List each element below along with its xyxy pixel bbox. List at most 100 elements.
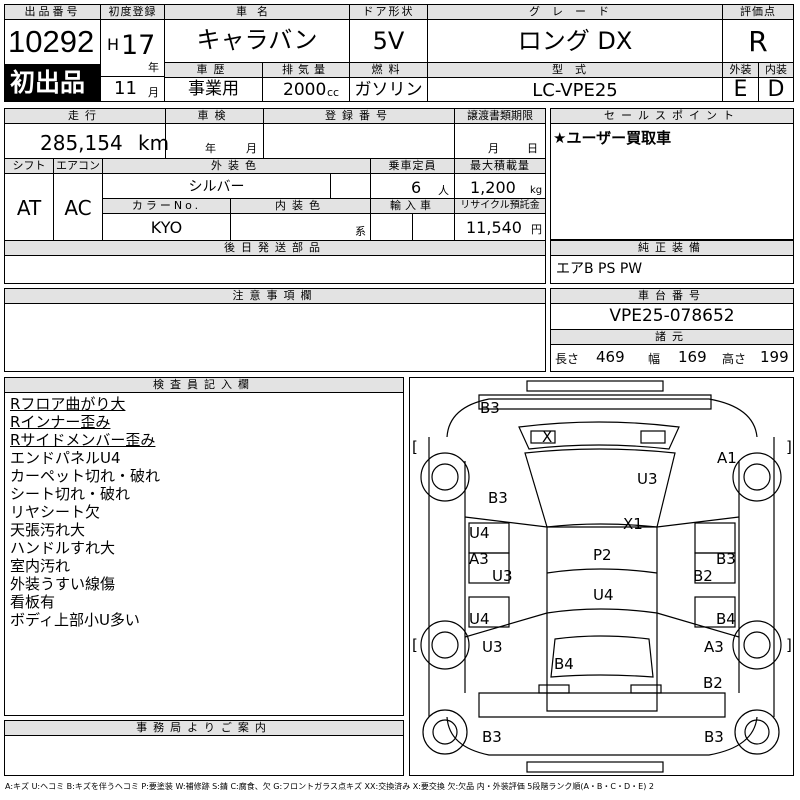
damage-diagram-box — [409, 377, 794, 776]
damage-mark: B2 — [693, 567, 713, 585]
damage-mark: U4 — [593, 586, 614, 604]
mileage-unit: km — [138, 131, 170, 155]
exterior-score: E — [733, 77, 748, 102]
damage-mark: B3 — [488, 489, 508, 507]
fuel-type: ガソリン — [354, 80, 423, 100]
damage-mark: [ — [412, 636, 418, 654]
inspector-line: シート切れ・破れ — [10, 485, 131, 503]
inspector-line: リヤシート欠 — [10, 503, 101, 521]
lot-number: 10292 — [8, 24, 95, 59]
displacement-unit: cc — [327, 86, 340, 99]
import-label: 輸入車 — [371, 199, 454, 214]
ac-label: エアコン — [54, 159, 102, 174]
later-parts-label: 後日発送部品 — [5, 241, 545, 256]
damage-mark: B3 — [704, 728, 724, 746]
sales-point-text: ★ユーザー買取車 — [553, 129, 672, 147]
width: 169 — [678, 348, 707, 366]
registration-month: 11 — [114, 78, 137, 99]
sales-point-label: セールスポイント — [551, 109, 793, 124]
mileage: 285,154 — [40, 131, 123, 155]
inspection-year-unit: 年 — [205, 142, 216, 155]
transfer-day-unit: 日 — [527, 142, 538, 155]
notes-label: 注意事項欄 — [5, 289, 545, 304]
damage-mark: X — [542, 428, 553, 446]
office-label: 事務局よりご案内 — [5, 721, 403, 736]
plate-label: 登録番号 — [264, 109, 454, 124]
color-number-label: カラーNo. — [103, 199, 230, 214]
exterior-score-label: 外装 — [723, 63, 758, 78]
length-label: 長さ — [555, 352, 580, 366]
chassis-number: VPE25-078652 — [609, 306, 735, 326]
damage-mark: B2 — [703, 674, 723, 692]
damage-mark: [ — [412, 438, 418, 456]
details-table — [4, 108, 546, 284]
damage-mark: A3 — [469, 550, 489, 568]
inspector-line: 外装うすい線傷 — [10, 575, 116, 593]
equipment-box — [550, 240, 794, 284]
damage-mark: B3 — [716, 550, 736, 568]
damage-mark: A3 — [704, 638, 724, 656]
damage-mark: ] — [786, 636, 792, 654]
mileage-label: 走行 — [5, 109, 165, 124]
height: 199 — [760, 348, 789, 366]
seats: 6 — [411, 178, 422, 197]
damage-mark: X1 — [623, 515, 643, 533]
air-conditioner: AC — [64, 196, 92, 220]
chassis-box — [550, 288, 794, 372]
sales-point-box — [550, 108, 794, 240]
damage-mark: A1 — [717, 449, 737, 467]
inspection-month-unit: 月 — [246, 142, 257, 155]
max-load-unit: kg — [530, 185, 543, 196]
specs-label: 諸元 — [551, 330, 793, 345]
grade: ロング DX — [517, 27, 633, 55]
max-load-label: 最大積載量 — [455, 159, 545, 174]
model-type-label: 型式 — [428, 63, 722, 78]
seats-unit: 人 — [438, 184, 449, 197]
interior-score-label: 内装 — [759, 63, 793, 78]
transfer-month-unit: 月 — [488, 142, 499, 155]
damage-mark: P2 — [593, 546, 612, 564]
notes-box — [4, 288, 546, 372]
damage-mark: U3 — [482, 638, 503, 656]
damage-mark: ] — [786, 438, 792, 456]
length: 469 — [596, 348, 625, 366]
first-registration-label: 初度登録 — [101, 5, 164, 20]
vehicle-history: 事業用 — [188, 79, 239, 99]
interior-score: D — [767, 77, 785, 102]
registration-month-unit: 月 — [148, 86, 159, 99]
damage-mark: U4 — [469, 524, 490, 542]
height-label: 高さ — [722, 352, 747, 366]
inspector-line: 室内汚れ — [10, 557, 71, 575]
first-listing-badge — [5, 64, 100, 101]
score-label: 評価点 — [723, 5, 793, 20]
interior-color-label: 内装色 — [231, 199, 370, 214]
first-listing-text: 初出品 — [10, 68, 86, 97]
shift: AT — [16, 196, 42, 220]
door-type: 5V — [372, 27, 405, 55]
fuel-label: 燃料 — [350, 63, 427, 78]
equipment-label: 純正装備 — [551, 241, 793, 256]
chassis-number-label: 車台番号 — [551, 289, 793, 304]
damage-mark: B3 — [482, 728, 502, 746]
inspector-line: ハンドルすれ大 — [10, 539, 116, 557]
inspector-line: カーペット切れ・破れ — [10, 467, 161, 485]
office-box — [4, 720, 404, 776]
inspector-line: 看板有 — [10, 593, 56, 611]
inspector-notes: Rフロア曲がり大 Rインナー歪み Rサイドメンバー歪み エンドパネルU4 カーペ… — [10, 395, 400, 629]
displacement: 2000 — [283, 80, 327, 100]
inspection-label: 車検 — [166, 109, 263, 124]
transfer-deadline-label: 譲渡書類期限 — [455, 109, 545, 124]
overall-score: R — [748, 25, 768, 58]
model-type: LC-VPE25 — [532, 80, 618, 101]
inspector-line: Rインナー歪み — [10, 413, 111, 431]
grade-label: グレード — [428, 5, 722, 20]
max-load: 1,200 — [470, 178, 516, 197]
recycle-fee: 11,540 — [466, 218, 522, 237]
inspector-line: Rフロア曲がり大 — [10, 395, 126, 413]
lot-number-label: 出品番号 — [5, 5, 100, 20]
registration-year-unit: 年 — [148, 61, 159, 74]
model-label: 車名 — [165, 5, 349, 20]
damage-mark: B3 — [480, 399, 500, 417]
era-letter: H — [107, 35, 120, 54]
interior-color-unit: 系 — [355, 225, 366, 238]
